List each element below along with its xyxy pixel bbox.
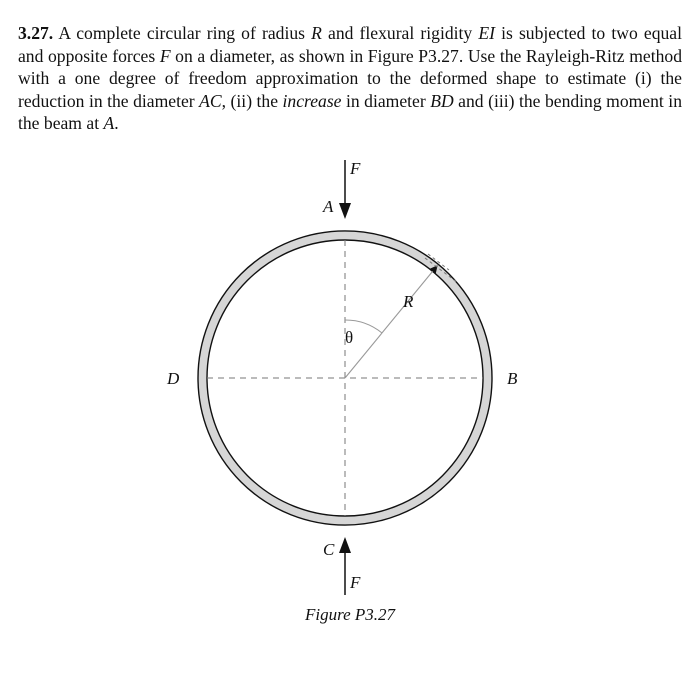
problem-text-run: on a diameter, as shown in Figure P3.27.… xyxy=(18,45,682,111)
problem-text-run: is subjected to two equal and opposite f… xyxy=(18,23,682,66)
thickness-dash-2 xyxy=(427,253,450,271)
problem-text-italic: EI xyxy=(478,23,495,43)
angle-arc xyxy=(344,319,383,334)
figure-caption: Figure P3.27 xyxy=(304,605,396,624)
problem-number: 3.27. xyxy=(18,23,54,43)
radius-label: R xyxy=(402,292,414,311)
force-label-top: F xyxy=(349,159,361,178)
problem-text-run: in diameter xyxy=(341,90,431,111)
problem-text-italic: AC xyxy=(199,90,222,111)
force-label-bottom: F xyxy=(349,573,361,592)
point-label-d: D xyxy=(166,369,180,388)
problem-text: A complete circular ring of radius R and… xyxy=(18,23,682,133)
problem-text-run: . xyxy=(114,113,119,133)
problem-text-italic: R xyxy=(311,23,322,43)
problem-text-run: and flexural rigidity xyxy=(321,23,479,43)
angle-label-theta: θ xyxy=(345,328,353,347)
problem-text-run: A complete circular ring of radius xyxy=(58,23,312,43)
problem-text-italic: increase xyxy=(282,90,342,111)
bottom-force-arrowhead xyxy=(339,537,351,553)
problem-text-italic: F xyxy=(159,45,171,66)
point-label-a: A xyxy=(322,197,334,216)
top-force-arrowhead xyxy=(339,203,351,219)
radius-line xyxy=(344,265,438,379)
problem-text-run: and (iii) the bending moment in the beam… xyxy=(18,90,682,134)
point-label-b: B xyxy=(507,369,518,388)
problem-text-italic: A xyxy=(103,113,115,133)
point-label-c: C xyxy=(323,540,335,559)
problem-text-italic: BD xyxy=(430,90,454,111)
problem-text-run: , (ii) the xyxy=(221,90,283,111)
problem-statement: 3.27. A complete circular ring of radius… xyxy=(18,22,682,135)
thickness-dash-1 xyxy=(424,257,459,284)
